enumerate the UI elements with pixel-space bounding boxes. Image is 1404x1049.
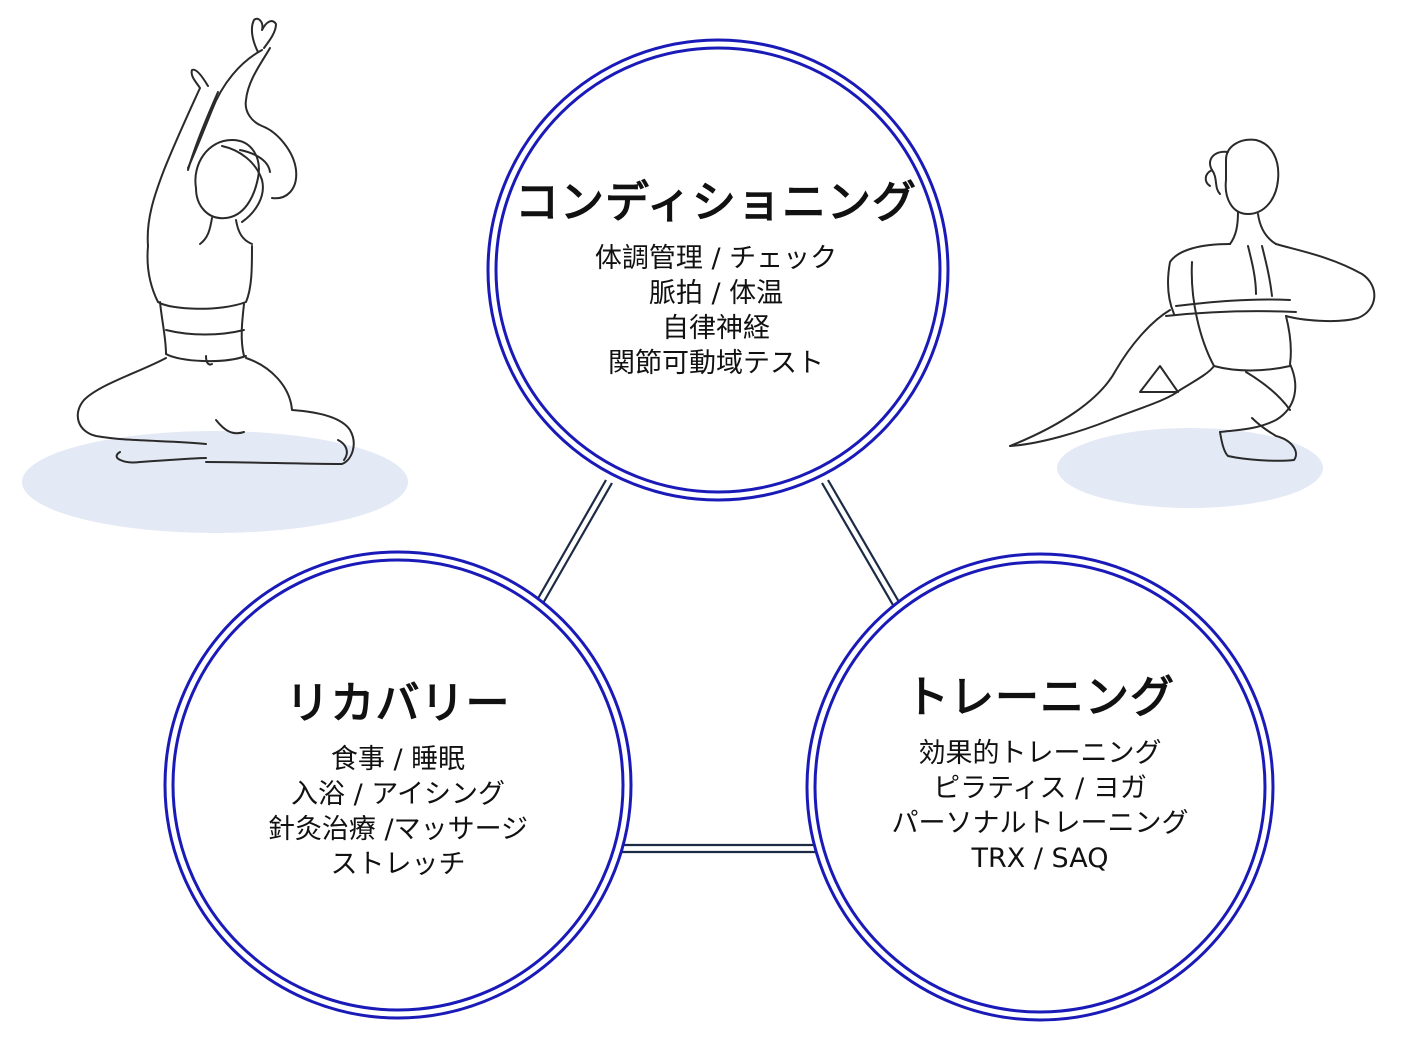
node-item: ストレッチ	[330, 849, 466, 880]
node-item: 体調管理 / チェック	[594, 243, 838, 274]
node-list-training: 効果的トレーニング ピラティス / ヨガ パーソナルトレーニング TRX / S…	[790, 736, 1290, 876]
node-conditioning: コンディショニング 体調管理 / チェック 脈拍 / 体温 自律神経 関節可動域…	[466, 175, 966, 381]
node-training: トレーニング 効果的トレーニング ピラティス / ヨガ パーソナルトレーニング …	[790, 670, 1290, 876]
node-item: 入浴 / アイシング	[291, 779, 505, 810]
node-item: 食事 / 睡眠	[330, 744, 466, 775]
seated-yoga-woman-arms-up-icon	[76, 17, 355, 465]
mat-right	[1057, 428, 1323, 508]
node-item: 自律神経	[662, 313, 770, 344]
node-recovery: リカバリー 食事 / 睡眠 入浴 / アイシング 針灸治療 /マッサージ ストレ…	[148, 676, 648, 882]
connector-conditioning-recovery	[535, 479, 613, 606]
mat-left	[22, 431, 408, 533]
node-list-recovery: 食事 / 睡眠 入浴 / アイシング 針灸治療 /マッサージ ストレッチ	[148, 742, 648, 882]
connector-recovery-training	[622, 843, 815, 854]
seated-yoga-woman-twist-icon	[1009, 138, 1376, 462]
circle-conditioning	[486, 38, 950, 502]
node-item: 関節可動域テスト	[608, 348, 824, 379]
node-list-conditioning: 体調管理 / チェック 脈拍 / 体温 自律神経 関節可動域テスト	[466, 241, 966, 381]
connector-conditioning-training	[821, 479, 900, 606]
node-title-training: トレーニング	[905, 672, 1175, 723]
node-item: 脈拍 / 体温	[648, 278, 784, 309]
node-item: 効果的トレーニング	[918, 738, 1162, 769]
node-item: ピラティス / ヨガ	[933, 773, 1147, 804]
node-title-conditioning: コンディショニング	[515, 177, 917, 228]
node-item: パーソナルトレーニング	[891, 808, 1189, 839]
node-title-recovery: リカバリー	[285, 678, 511, 729]
circle-training	[805, 552, 1275, 1022]
node-item: TRX / SAQ	[971, 843, 1109, 874]
circle-recovery	[163, 550, 633, 1020]
node-item: 針灸治療 /マッサージ	[267, 814, 529, 845]
